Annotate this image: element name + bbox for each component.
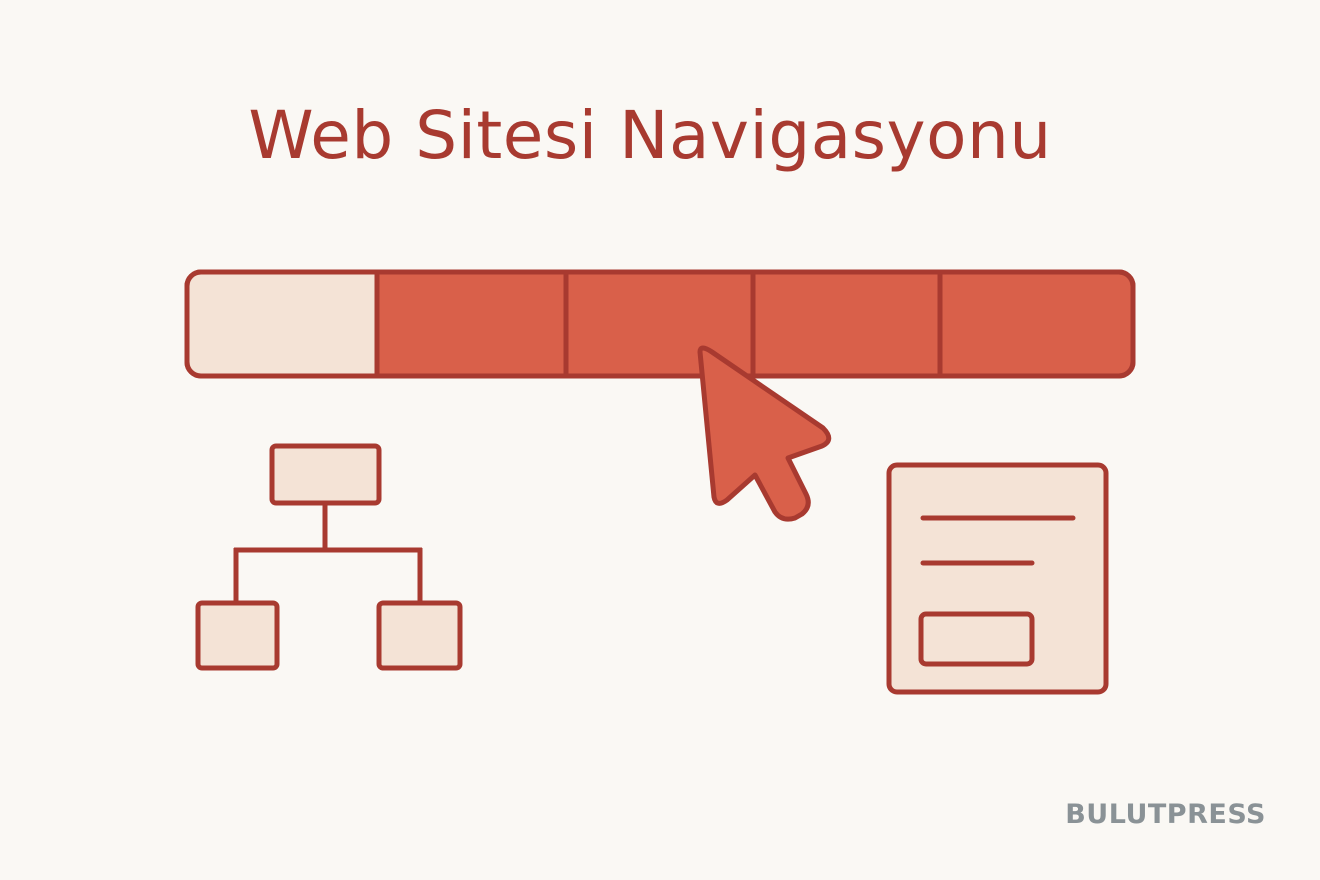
nav-segment-active[interactable]: [189, 274, 378, 374]
page-title: Web Sitesi Navigasyonu: [248, 97, 1052, 174]
brand-logo-text: BULUTPRESS: [1065, 799, 1266, 830]
mouse-pointer-icon: [697, 345, 832, 522]
nav-segment-4[interactable]: [756, 275, 938, 373]
nav-segment-5[interactable]: [943, 275, 1131, 373]
nav-bar-outline: [184, 269, 1136, 379]
page-layout-icon: [886, 462, 1109, 695]
nav-segment-2[interactable]: [380, 275, 564, 373]
navigation-bar: [184, 269, 1136, 379]
sitemap-icon: [195, 443, 463, 671]
